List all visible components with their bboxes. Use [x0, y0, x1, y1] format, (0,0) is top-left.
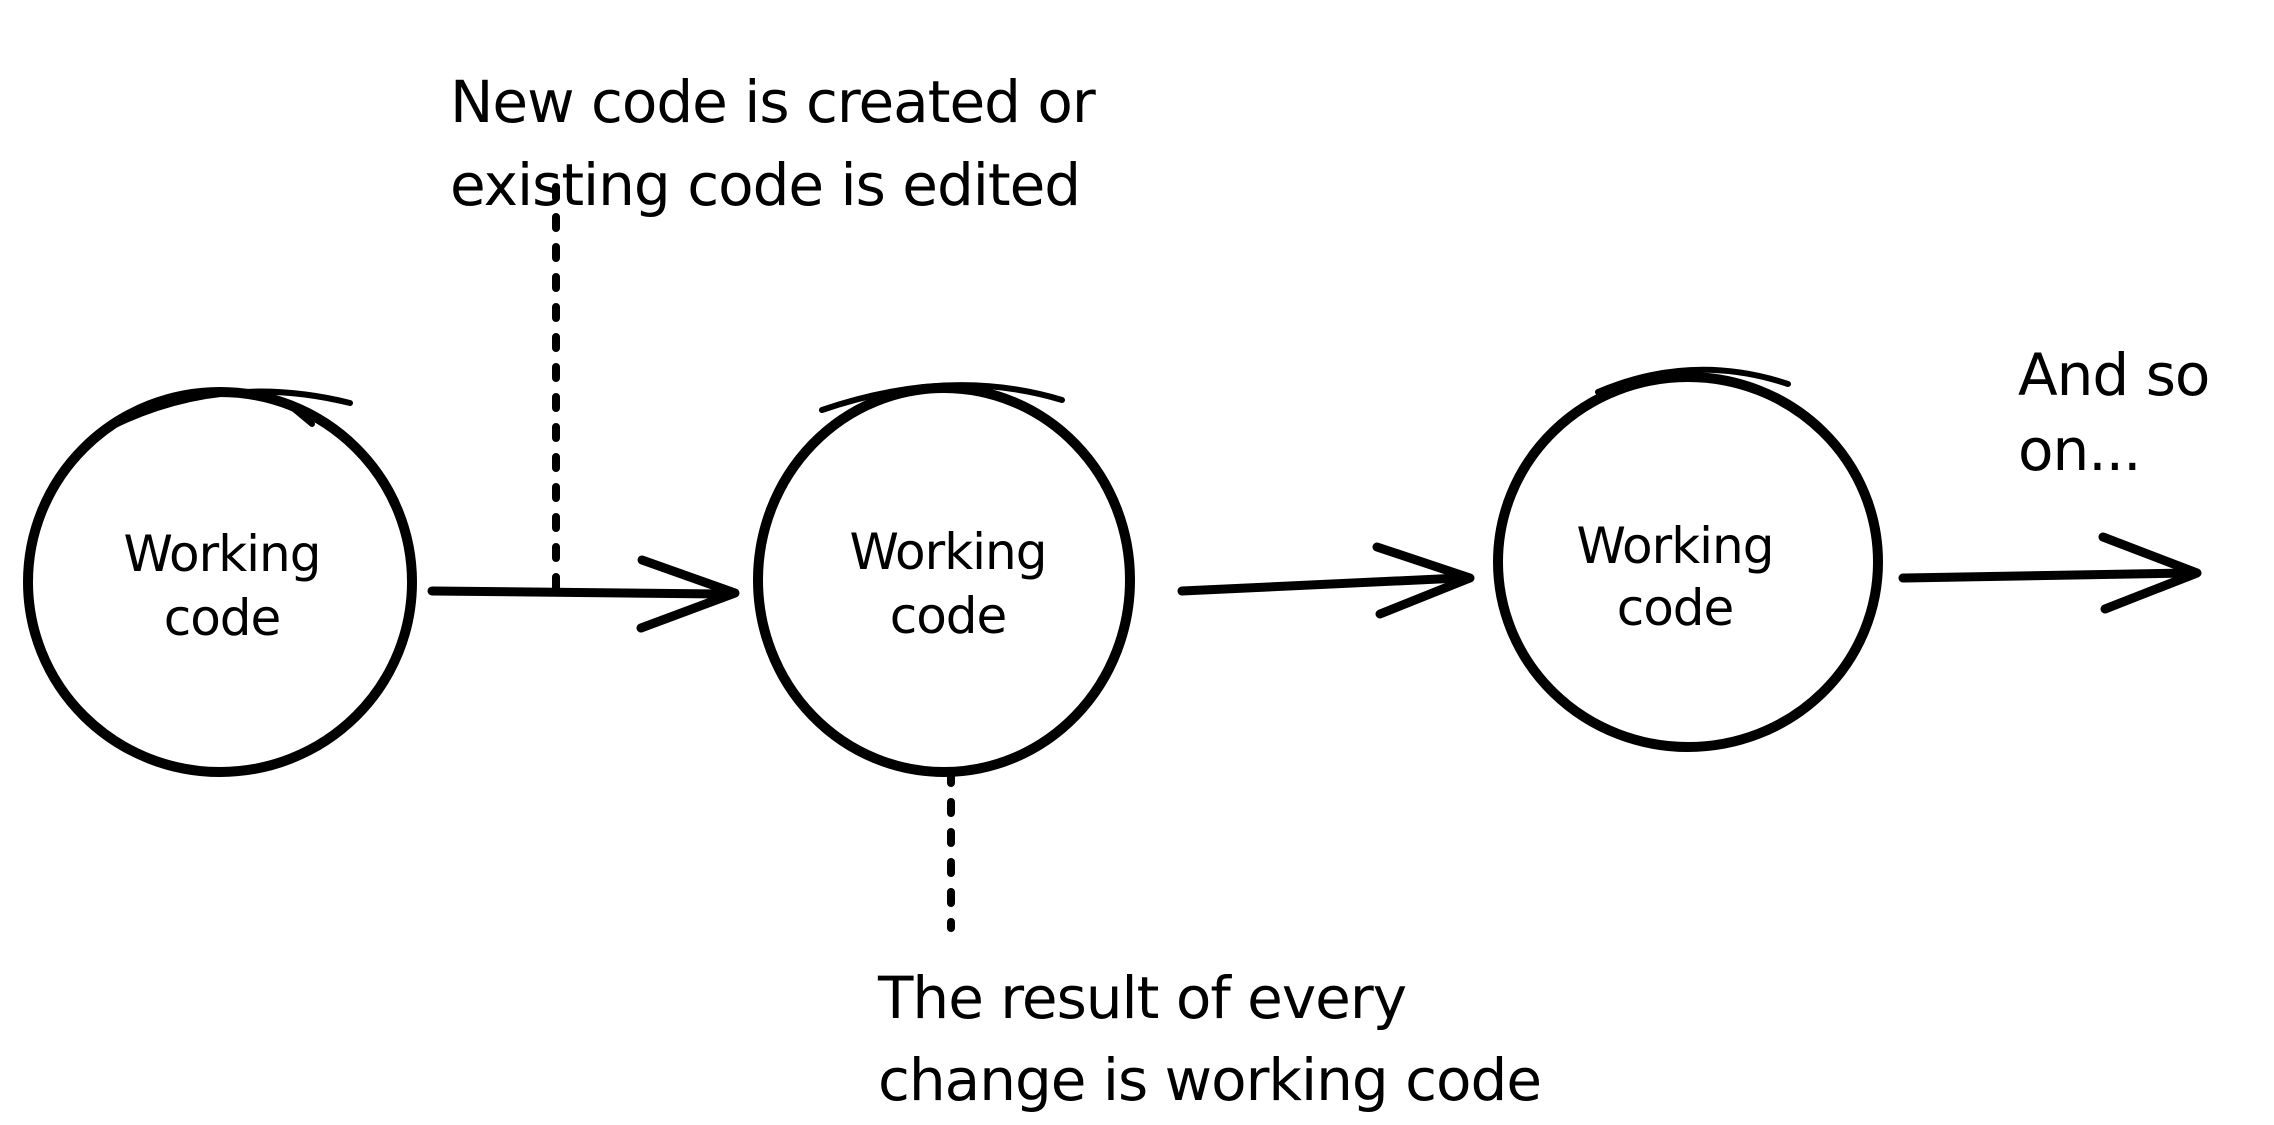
node-working-code-2 [753, 382, 1135, 777]
node-label-line-1: Working [850, 523, 1047, 581]
arrow-3 [1898, 532, 2202, 614]
annotation-bottom-line-2: change is working code [878, 1046, 1541, 1114]
arrow-shaft [1898, 568, 2193, 583]
diagram-labels: New code is created or existing code is … [124, 68, 2211, 1114]
arrow-1 [427, 555, 740, 633]
node-label-line-2: code [164, 589, 281, 647]
node-circle [1493, 372, 1883, 752]
arrow-shaft [1177, 573, 1465, 596]
annotation-bottom: The result of every change is working co… [877, 964, 1542, 1114]
node-label-line-1: Working [124, 525, 321, 583]
annotation-continuation-line-2: on... [2018, 416, 2141, 484]
node-working-code-1 [23, 387, 417, 777]
annotation-continuation-line-1: And so [2018, 341, 2209, 409]
annotation-continuation: And so on... [2018, 341, 2210, 484]
sketch-overstroke [112, 388, 353, 428]
sketch-overstroke [819, 382, 1065, 413]
arrow-2 [1177, 542, 1475, 619]
node-working-code-3 [1493, 366, 1883, 752]
arrow-head [2098, 532, 2202, 614]
arrow-shaft [427, 586, 727, 599]
diagram-root: New code is created or existing code is … [23, 68, 2211, 1114]
annotation-top-line-2: existing code is edited [450, 151, 1080, 219]
node-label-2: Working code [850, 523, 1048, 645]
arrow-head [636, 555, 740, 633]
sketch-overstroke [1595, 366, 1791, 395]
node-label-1: Working code [124, 525, 322, 647]
annotation-top-line-1: New code is created or [450, 68, 1096, 136]
node-label-3: Working code [1577, 517, 1775, 637]
node-label-line-1: Working [1577, 517, 1774, 575]
node-label-line-2: code [1617, 579, 1734, 637]
node-label-line-2: code [890, 587, 1007, 645]
annotation-top: New code is created or existing code is … [450, 68, 1097, 219]
sketch-tick [285, 401, 315, 427]
annotation-bottom-line-1: The result of every [877, 964, 1406, 1032]
arrow-head [1372, 542, 1475, 619]
